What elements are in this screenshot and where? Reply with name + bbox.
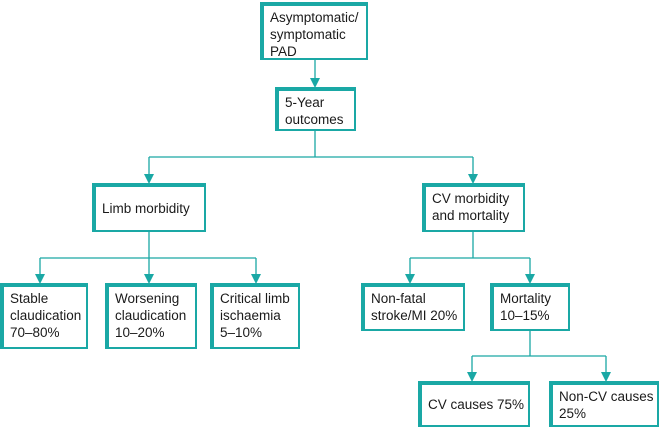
node-label-line: claudication (115, 308, 187, 323)
node-label-line: and mortality (432, 208, 510, 223)
node-non-fatal-stroke-mi: Non-fatal stroke/MI 20% (361, 283, 465, 331)
node-cv-morbidity-mortality: CV morbidity and mortality (422, 183, 525, 232)
node-label-line: Mortality (500, 291, 552, 306)
node-label-line: 5-Year (285, 95, 325, 110)
node-mortality: Mortality 10–15% (490, 283, 570, 331)
node-label-line: Non-CV causes (559, 389, 654, 404)
node-label-line: 70–80% (10, 325, 60, 340)
node-label-line: Stable (10, 291, 49, 306)
node-root-pad: Asymptomatic/ symptomatic PAD (260, 2, 368, 60)
node-label-line: 10–15% (500, 308, 550, 323)
node-label-line: Worsening (115, 291, 180, 306)
node-label-line: stroke/MI 20% (371, 308, 458, 323)
node-label-line: ischaemia (220, 308, 281, 323)
node-label-line: 5–10% (220, 325, 263, 340)
node-limb-morbidity: Limb morbidity (92, 183, 206, 232)
node-5-year-outcomes: 5-Year outcomes (275, 87, 356, 131)
node-label-line: CV causes 75% (428, 397, 525, 412)
node-label-line: Asymptomatic/ (270, 10, 359, 25)
node-label-line: Critical limb (220, 291, 290, 306)
node-label-line: claudication (10, 308, 82, 323)
node-label-line: CV morbidity (432, 191, 510, 206)
node-non-cv-causes: Non-CV causes 25% (549, 381, 659, 427)
node-cv-causes: CV causes 75% (418, 381, 530, 427)
node-label-line: Limb morbidity (102, 200, 190, 216)
node-label-line: 10–20% (115, 325, 165, 340)
node-label-line: outcomes (285, 112, 344, 127)
node-worsening-claudication: Worsening claudication 10–20% (105, 283, 197, 349)
node-label-line: 25% (559, 406, 587, 421)
node-label-line: PAD (270, 44, 297, 59)
node-label-line: Non-fatal (371, 291, 426, 306)
node-label-line: symptomatic (270, 27, 346, 42)
node-critical-limb-ischaemia: Critical limb ischaemia 5–10% (210, 283, 300, 349)
node-stable-claudication: Stable claudication 70–80% (0, 283, 88, 349)
